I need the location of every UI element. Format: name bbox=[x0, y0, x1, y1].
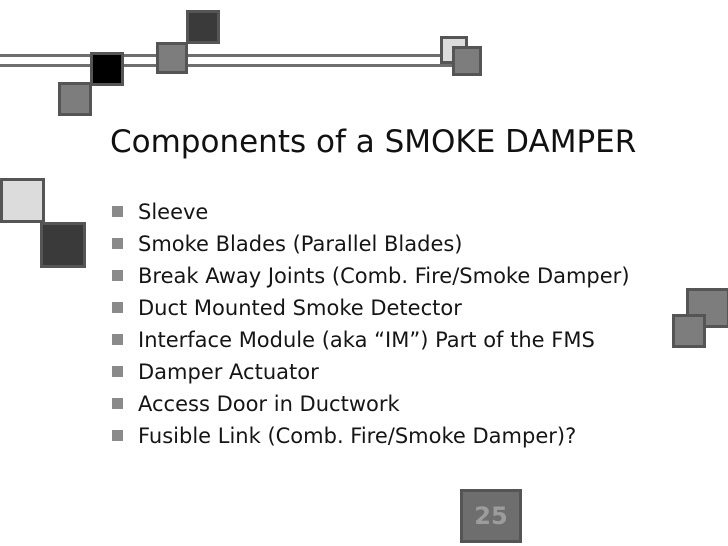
bullet-list: Sleeve Smoke Blades (Parallel Blades) Br… bbox=[110, 197, 630, 453]
list-item-text: Access Door in Ductwork bbox=[138, 392, 400, 416]
list-item: Damper Actuator bbox=[110, 357, 630, 389]
page-number: 25 bbox=[474, 502, 508, 530]
decorative-square bbox=[156, 42, 188, 74]
list-item: Access Door in Ductwork bbox=[110, 389, 630, 421]
decorative-rule-top bbox=[0, 54, 470, 57]
list-item: Sleeve bbox=[110, 197, 630, 229]
decorative-square bbox=[90, 52, 124, 86]
square-bullet-icon bbox=[112, 398, 123, 409]
list-item: Interface Module (aka “IM”) Part of the … bbox=[110, 325, 630, 357]
decorative-square bbox=[452, 46, 482, 76]
decorative-square bbox=[40, 222, 86, 268]
square-bullet-icon bbox=[112, 366, 123, 377]
list-item-text: Sleeve bbox=[138, 200, 209, 224]
decorative-square bbox=[672, 314, 706, 348]
list-item-text: Break Away Joints (Comb. Fire/Smoke Damp… bbox=[138, 264, 630, 288]
list-item-text: Smoke Blades (Parallel Blades) bbox=[138, 232, 463, 256]
square-bullet-icon bbox=[112, 302, 123, 313]
square-bullet-icon bbox=[112, 238, 123, 249]
square-bullet-icon bbox=[112, 270, 123, 281]
list-item: Duct Mounted Smoke Detector bbox=[110, 293, 630, 325]
slide-title: Components of a SMOKE DAMPER bbox=[110, 124, 637, 160]
list-item: Smoke Blades (Parallel Blades) bbox=[110, 229, 630, 261]
list-item-text: Fusible Link (Comb. Fire/Smoke Damper)? bbox=[138, 424, 577, 448]
decorative-square bbox=[58, 82, 92, 116]
decorative-square bbox=[0, 178, 45, 223]
square-bullet-icon bbox=[112, 334, 123, 345]
list-item-text: Interface Module (aka “IM”) Part of the … bbox=[138, 328, 595, 352]
decorative-rule-top-lower bbox=[0, 64, 470, 67]
page-number-box: 25 bbox=[460, 489, 522, 543]
list-item: Fusible Link (Comb. Fire/Smoke Damper)? bbox=[110, 421, 630, 453]
list-item: Break Away Joints (Comb. Fire/Smoke Damp… bbox=[110, 261, 630, 293]
decorative-square bbox=[186, 10, 220, 44]
square-bullet-icon bbox=[112, 206, 123, 217]
square-bullet-icon bbox=[112, 430, 123, 441]
list-item-text: Damper Actuator bbox=[138, 360, 319, 384]
list-item-text: Duct Mounted Smoke Detector bbox=[138, 296, 462, 320]
